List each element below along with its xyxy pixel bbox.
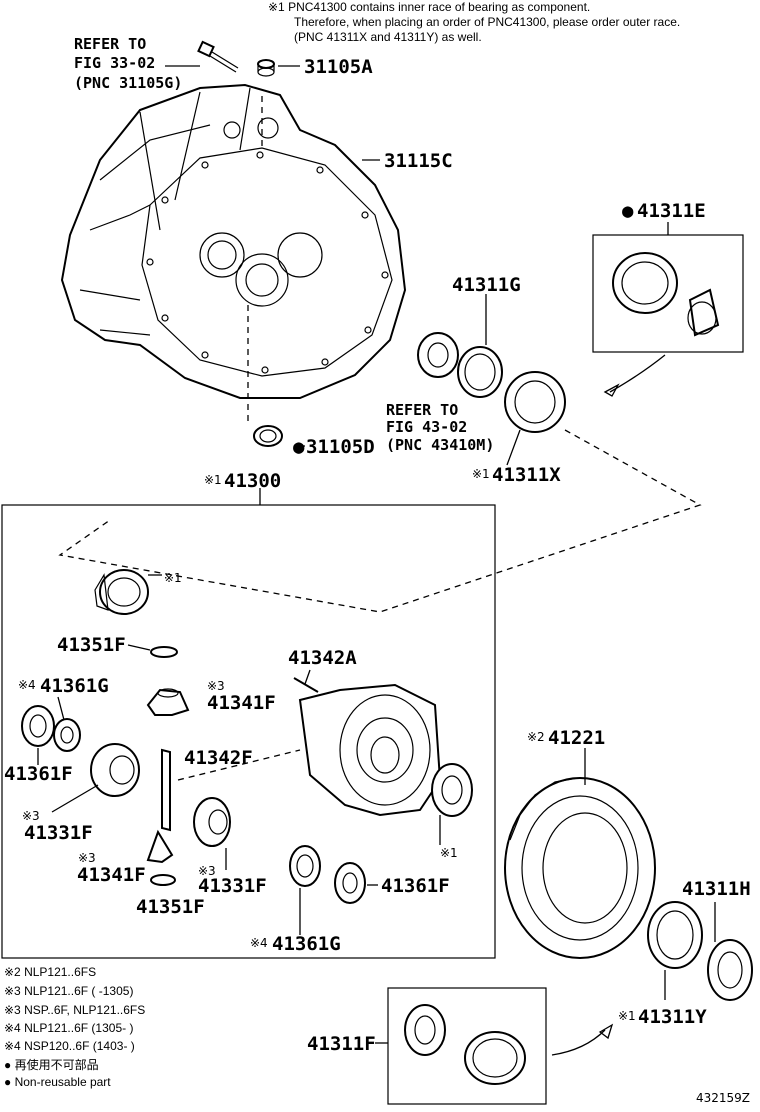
legend-item: ※4 NSP120..6F (1403- ) bbox=[4, 1039, 135, 1053]
refer-fig-43-line2[interactable]: FIG 43-02 bbox=[386, 418, 467, 436]
washer-41361f-right[interactable] bbox=[334, 862, 366, 904]
label-41351f-bot[interactable]: 41351F bbox=[136, 896, 205, 918]
legend-item: ● Non-reusable part bbox=[4, 1075, 111, 1089]
label-41361f-left[interactable]: 41361F bbox=[4, 763, 73, 785]
label-41221[interactable]: 41221 bbox=[548, 727, 605, 749]
differential-case[interactable] bbox=[298, 683, 442, 817]
note-line-1: ※1 PNC41300 contains inner race of beari… bbox=[268, 0, 591, 14]
refer-fig-33-line1: REFER TO bbox=[74, 35, 146, 53]
label-41331f-bot[interactable]: 41331F bbox=[198, 875, 267, 897]
washer-41361f-left[interactable] bbox=[21, 705, 55, 747]
side-gear-41331f-left[interactable] bbox=[90, 743, 140, 797]
bearing-inner-race-top[interactable] bbox=[94, 569, 149, 615]
shim-41311h[interactable] bbox=[707, 939, 753, 1001]
mark-inner-race-top: ※1 bbox=[164, 571, 182, 585]
label-41341f-bot[interactable]: 41341F bbox=[77, 864, 146, 886]
label-41361g-bot[interactable]: 41361G bbox=[272, 933, 341, 955]
legend-item: ※4 NLP121..6F (1305- ) bbox=[4, 1021, 134, 1035]
refer-fig-33-line3: (PNC 31105G) bbox=[74, 74, 182, 92]
mark-41331f-bot: ※3 bbox=[198, 864, 216, 878]
label-41300[interactable]: 41300 bbox=[224, 470, 281, 492]
label-41342a[interactable]: 41342A bbox=[288, 647, 357, 669]
label-41311g[interactable]: 41311G bbox=[452, 274, 521, 296]
side-gear-41331f-bot[interactable] bbox=[193, 797, 231, 847]
bearing-box-41311e[interactable] bbox=[592, 234, 744, 353]
label-41341f-top[interactable]: 41341F bbox=[207, 692, 276, 714]
mark-41341f-top: ※3 bbox=[207, 679, 225, 693]
label-41311x[interactable]: 41311X bbox=[492, 464, 561, 486]
pinion-gear-41341f-bot[interactable] bbox=[146, 829, 174, 864]
mark-inner-race-right: ※1 bbox=[440, 846, 458, 860]
bearing-inner-race-right[interactable] bbox=[431, 763, 473, 817]
label-41311e[interactable]: 41311E bbox=[637, 200, 706, 222]
label-41361f-right[interactable]: 41361F bbox=[381, 875, 450, 897]
mark-41331f-left: ※3 bbox=[22, 809, 40, 823]
label-31105d-dot: ● bbox=[293, 436, 305, 458]
mark-41361g-top: ※4 bbox=[18, 678, 36, 692]
mark-41361g-bot: ※4 bbox=[250, 936, 268, 950]
shaft-41342f[interactable] bbox=[161, 748, 171, 832]
legend-item: ※2 NLP121..6FS bbox=[4, 965, 97, 979]
mark-41341f-bot: ※3 bbox=[78, 851, 96, 865]
note-line-2: Therefore, when placing an order of PNC4… bbox=[294, 15, 681, 29]
refer-fig-33-line2[interactable]: FIG 33-02 bbox=[74, 54, 155, 72]
oil-seal-31105d[interactable] bbox=[253, 425, 283, 447]
washer-41351f-bot[interactable] bbox=[150, 874, 176, 886]
ring-gear-41221[interactable] bbox=[504, 777, 656, 959]
legend-item: ※3 NLP121..6F ( -1305) bbox=[4, 984, 134, 998]
label-31105a[interactable]: 31105A bbox=[304, 56, 373, 78]
legend-item: ※3 NSP..6F, NLP121..6FS bbox=[4, 1003, 146, 1017]
mark-41221: ※2 bbox=[527, 730, 545, 744]
differential-assembly-box bbox=[1, 504, 496, 959]
washer-41351f-top[interactable] bbox=[150, 646, 178, 658]
washer-41361g-bot[interactable] bbox=[289, 845, 321, 887]
diagram-id: 432159Z bbox=[696, 1091, 750, 1105]
legend-item: ● 再使用不可部品 bbox=[4, 1058, 99, 1072]
label-41361g-top[interactable]: 41361G bbox=[40, 675, 109, 697]
label-41311h[interactable]: 41311H bbox=[682, 878, 751, 900]
label-41311y[interactable]: 41311Y bbox=[638, 1006, 707, 1028]
label-41311e-dot: ● bbox=[622, 200, 634, 222]
note-line-3: (PNC 41311X and 41311Y) as well. bbox=[294, 30, 482, 44]
mark-41300: ※1 bbox=[204, 473, 222, 487]
outer-race-41311y[interactable] bbox=[647, 901, 703, 969]
label-41331f-left[interactable]: 41331F bbox=[24, 822, 93, 844]
outer-race-41311x[interactable] bbox=[504, 371, 566, 433]
label-31105d[interactable]: 31105D bbox=[306, 436, 375, 458]
mark-41311x: ※1 bbox=[472, 467, 490, 481]
label-41311f[interactable]: 41311F bbox=[307, 1033, 376, 1055]
transmission-case-31115c[interactable] bbox=[60, 83, 407, 399]
label-41342f[interactable]: 41342F bbox=[184, 747, 253, 769]
refer-fig-43-line3: (PNC 43410M) bbox=[386, 436, 494, 454]
bearing-box-41311f[interactable] bbox=[387, 987, 547, 1105]
label-31115c[interactable]: 31115C bbox=[384, 150, 453, 172]
washer-41361g-left[interactable] bbox=[53, 718, 81, 752]
bearing-41311g[interactable] bbox=[417, 332, 503, 398]
pinion-gear-41341f-top[interactable] bbox=[146, 688, 190, 716]
bolt-31105g[interactable] bbox=[197, 40, 239, 73]
plug-31105a[interactable] bbox=[257, 59, 275, 77]
pin-41342a[interactable] bbox=[293, 677, 319, 693]
refer-fig-43-line1: REFER TO bbox=[386, 401, 458, 419]
mark-41311y: ※1 bbox=[618, 1009, 636, 1023]
label-41351f-top[interactable]: 41351F bbox=[57, 634, 126, 656]
